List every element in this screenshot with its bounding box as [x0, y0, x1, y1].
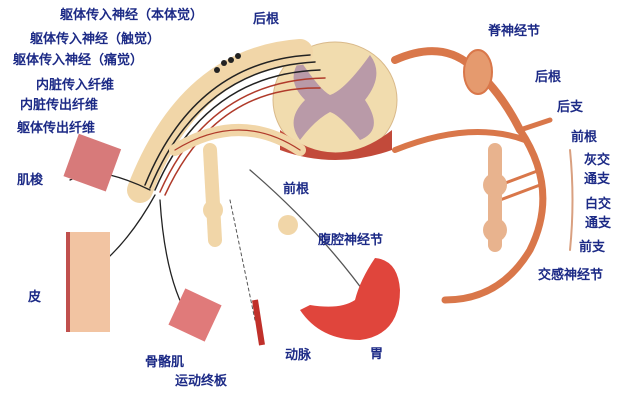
stomach-shape: [300, 258, 400, 340]
spinal-nerve-right: [391, 47, 574, 304]
artery-shape: [252, 299, 265, 346]
label-ventral-root-mid: 前根: [283, 182, 310, 197]
label-skeletal-muscle: 骨骼肌: [145, 355, 185, 370]
label-somatic-afferent-touch: 躯体传入神经（触觉）: [30, 32, 161, 47]
label-dorsal-ramus: 后支: [557, 100, 584, 115]
label-visceral-efferent: 内脏传出纤维: [20, 98, 99, 113]
label-dorsal-root-right: 后根: [535, 70, 562, 85]
celiac-ganglion-shape: [278, 215, 298, 235]
nerve-bundle: [69, 39, 371, 321]
label-somatic-afferent-pain: 躯体传入神经（痛觉）: [13, 53, 144, 68]
label-dorsal-root-top: 后根: [253, 12, 280, 27]
label-visceral-afferent: 内脏传入纤维: [36, 78, 115, 93]
label-ventral-root-right: 前根: [571, 130, 598, 145]
label-white-ramus-line2: 通支: [585, 216, 612, 231]
label-sympathetic-ganglion: 交感神经节: [538, 268, 604, 283]
skin-shape: [68, 232, 110, 332]
label-gray-ramus-line1: 灰交: [584, 153, 611, 168]
skeletal-muscle-shape: [168, 288, 222, 342]
spinal-cord-pia: [280, 130, 392, 160]
label-artery: 动脉: [285, 348, 312, 363]
label-motor-end-plate: 运动终板: [175, 374, 228, 389]
muscle-spindle-shape: [63, 133, 122, 192]
label-celiac-ganglion: 腹腔神经节: [318, 233, 384, 248]
gray-matter: [293, 55, 377, 140]
label-somatic-efferent: 躯体传出纤维: [17, 121, 96, 136]
label-ventral-ramus: 前支: [579, 240, 606, 255]
label-somatic-afferent-proprio: 躯体传入神经（本体觉）: [60, 8, 204, 23]
label-spinal-ganglion: 脊神经节: [488, 24, 541, 39]
label-gray-ramus-line2: 通支: [584, 172, 611, 187]
label-muscle-spindle: 肌梭: [17, 173, 44, 188]
label-skin: 皮: [28, 290, 42, 305]
label-white-ramus-line1: 白交: [585, 197, 612, 212]
label-stomach: 胃: [370, 347, 384, 362]
